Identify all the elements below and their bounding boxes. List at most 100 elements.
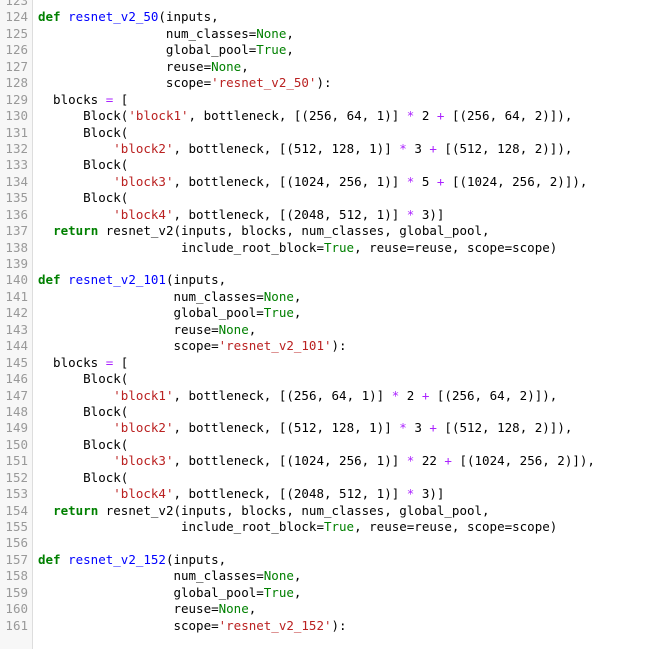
code-text: [(256, 64, 2)]),	[444, 108, 573, 124]
line-number: 151	[5, 453, 28, 469]
code-line[interactable]: 155 include_root_block=True, reuse=reuse…	[0, 519, 650, 535]
code-line[interactable]: 136 'block4', bottleneck, [(2048, 512, 1…	[0, 207, 650, 223]
code-text: global_pool=	[38, 305, 264, 321]
code-text: reuse=	[38, 321, 219, 337]
builtin-token: True	[263, 305, 294, 321]
code-line[interactable]: 143 reuse=None,	[0, 322, 650, 338]
code-line[interactable]: 161 scope='resnet_v2_152'):	[0, 618, 650, 634]
code-text: Block(	[38, 108, 129, 124]
code-line[interactable]: 157 def resnet_v2_152(inputs,	[0, 552, 650, 568]
code-line[interactable]: 146 Block(	[0, 371, 650, 387]
builtin-token: None	[218, 321, 249, 337]
code-line[interactable]: 142 global_pool=True,	[0, 305, 650, 321]
operator-token: +	[436, 173, 445, 189]
code-line[interactable]: 123	[0, 0, 650, 9]
line-number: 143	[5, 321, 28, 337]
code-line[interactable]: 160 reuse=None,	[0, 601, 650, 617]
code-line[interactable]: 141 num_classes=None,	[0, 289, 650, 305]
code-text: [(512, 128, 2)]),	[436, 420, 573, 436]
code-line[interactable]: 138 include_root_block=True, reuse=reuse…	[0, 240, 650, 256]
code-text: ,	[241, 58, 249, 74]
code-text	[61, 9, 69, 24]
code-text: Block(	[38, 124, 129, 140]
code-line[interactable]: 132 'block2', bottleneck, [(512, 128, 1)…	[0, 141, 650, 157]
line-code: include_root_block=True, reuse=reuse, sc…	[38, 519, 557, 534]
code-line[interactable]: 135 Block(	[0, 190, 650, 206]
line-code: scope='resnet_v2_152'):	[38, 617, 347, 633]
line-code: Block(	[38, 125, 128, 140]
code-text: , bottleneck, [(512, 128, 1)]	[173, 420, 400, 436]
code-line[interactable]: 139	[0, 256, 650, 272]
operator-token: *	[406, 453, 415, 469]
line-code: global_pool=True,	[38, 585, 301, 600]
line-number: 129	[5, 91, 28, 107]
code-line[interactable]: 148 Block(	[0, 404, 650, 420]
code-line[interactable]: 159 global_pool=True,	[0, 585, 650, 601]
code-line[interactable]: 129 blocks = [	[0, 92, 650, 108]
code-line[interactable]: 147 'block1', bottleneck, [(256, 64, 1)]…	[0, 388, 650, 404]
line-code: 'block2', bottleneck, [(512, 128, 1)] * …	[38, 141, 572, 156]
line-number: 133	[5, 157, 28, 173]
code-line[interactable]: 149 'block2', bottleneck, [(512, 128, 1)…	[0, 420, 650, 436]
code-text: (inputs,	[165, 272, 227, 288]
code-text: Block(	[38, 371, 129, 387]
code-line[interactable]: 126 global_pool=True,	[0, 42, 650, 58]
code-line[interactable]: 153 'block4', bottleneck, [(2048, 512, 1…	[0, 486, 650, 502]
code-line[interactable]: 130 Block('block1', bottleneck, [(256, 6…	[0, 108, 650, 124]
code-line[interactable]: 145 blocks = [	[0, 355, 650, 371]
line-number: 157	[5, 551, 28, 567]
builtin-token: None	[211, 58, 242, 74]
code-text: , bottleneck, [(256, 64, 1)]	[173, 387, 392, 403]
line-code: reuse=None,	[38, 322, 256, 337]
code-text: 3)]	[414, 206, 445, 222]
line-number: 139	[5, 256, 28, 271]
line-code: def resnet_v2_152(inputs,	[38, 552, 226, 567]
code-line[interactable]: 127 reuse=None,	[0, 59, 650, 75]
string-token: 'block1'	[128, 108, 189, 124]
line-number: 123	[5, 0, 28, 8]
code-line[interactable]: 152 Block(	[0, 470, 650, 486]
code-text: , bottleneck, [(512, 128, 1)]	[173, 140, 400, 156]
line-code: 'block1', bottleneck, [(256, 64, 1)] * 2…	[38, 388, 557, 403]
line-code: 'block3', bottleneck, [(1024, 256, 1)] *…	[38, 453, 595, 468]
code-line[interactable]: 158 num_classes=None,	[0, 568, 650, 584]
code-line[interactable]: 125 num_classes=None,	[0, 26, 650, 42]
code-line[interactable]: 144 scope='resnet_v2_101'):	[0, 338, 650, 354]
code-text: Block(	[38, 436, 129, 452]
code-text: ,	[286, 25, 294, 41]
code-line[interactable]: 131 Block(	[0, 125, 650, 141]
code-line[interactable]: 133 Block(	[0, 157, 650, 173]
operator-token: *	[406, 108, 415, 124]
line-code: 'block3', bottleneck, [(1024, 256, 1)] *…	[38, 174, 587, 189]
code-text: [(512, 128, 2)]),	[436, 140, 573, 156]
code-line[interactable]: 156	[0, 535, 650, 551]
line-number: 154	[5, 502, 28, 518]
line-number: 146	[5, 371, 28, 387]
code-line[interactable]: 128 scope='resnet_v2_50'):	[0, 75, 650, 91]
code-text: (inputs,	[165, 551, 227, 567]
code-line[interactable]: 134 'block3', bottleneck, [(1024, 256, 1…	[0, 174, 650, 190]
code-text: 2	[414, 108, 437, 124]
line-number: 125	[5, 25, 28, 41]
line-number: 161	[5, 617, 28, 633]
line-number: 145	[5, 354, 28, 370]
code-text: resnet_v2(inputs, blocks, num_classes, g…	[98, 223, 490, 239]
keyword-token: return	[53, 223, 99, 239]
code-line[interactable]: 154 return resnet_v2(inputs, blocks, num…	[0, 503, 650, 519]
builtin-token: None	[256, 25, 287, 41]
code-line[interactable]: 137 return resnet_v2(inputs, blocks, num…	[0, 223, 650, 239]
code-line[interactable]: 150 Block(	[0, 437, 650, 453]
builtin-token: True	[323, 239, 355, 255]
code-text: [	[113, 91, 129, 107]
code-text: resnet_v2(inputs, blocks, num_classes, g…	[98, 502, 490, 518]
line-number: 136	[5, 206, 28, 222]
line-code: blocks = [	[38, 92, 128, 107]
code-text: ):	[331, 617, 347, 633]
code-line[interactable]: 151 'block3', bottleneck, [(1024, 256, 1…	[0, 453, 650, 469]
builtin-token: None	[263, 568, 294, 584]
line-code: num_classes=None,	[38, 26, 294, 41]
line-number: 135	[5, 190, 28, 206]
